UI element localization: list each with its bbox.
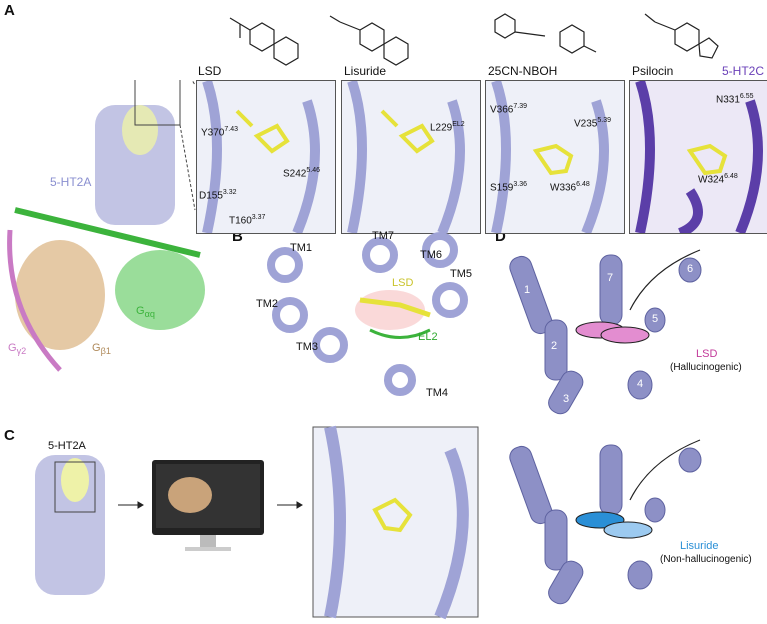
binding-pocket-psilocin: N3316.55 W3246.48 bbox=[629, 80, 767, 234]
receptor-label-5ht2c: 5-HT2C bbox=[722, 64, 765, 78]
residue-number: 7.39 bbox=[513, 103, 527, 110]
lisuride-structure bbox=[329, 15, 409, 66]
g-gamma-text: G bbox=[8, 342, 17, 354]
g-beta-sub: β1 bbox=[100, 346, 111, 357]
helix-label-tm7: TM7 bbox=[372, 230, 394, 242]
residue-number: 3.37 bbox=[251, 214, 266, 221]
ligand-title-25cn-nboh: 25CN-NBOH bbox=[488, 64, 558, 78]
helix-number-4: 4 bbox=[637, 378, 644, 390]
ligand-title-lisuride: Lisuride bbox=[344, 64, 387, 78]
bottom-schematic bbox=[509, 439, 702, 605]
helix-number-3: 3 bbox=[563, 393, 570, 405]
docking-result-box bbox=[312, 425, 479, 620]
helix-number-2: 2 bbox=[551, 340, 558, 352]
top-schematic bbox=[509, 249, 702, 415]
g-beta-label: Gβ1 bbox=[92, 342, 111, 356]
residue-name: S159 bbox=[490, 182, 514, 194]
residue-number: 5.39 bbox=[597, 117, 611, 124]
residue-label: W3366.48 bbox=[550, 181, 590, 193]
25cn-nboh-structure bbox=[494, 13, 597, 54]
residue-name: N331 bbox=[716, 94, 740, 106]
residue-number: 6.48 bbox=[724, 173, 738, 180]
g-beta-domain bbox=[15, 240, 105, 350]
residue-name: L229 bbox=[430, 122, 453, 134]
lsd-structure bbox=[229, 17, 299, 66]
residue-label: V2355.39 bbox=[574, 117, 611, 129]
binding-pocket-lsd: Y3707.43 D1553.32 T1603.37 S2425.46 bbox=[196, 80, 336, 234]
residue-name: W336 bbox=[550, 182, 577, 194]
residue-label: T1603.37 bbox=[229, 214, 265, 226]
helix-number-6: 6 bbox=[687, 263, 694, 275]
g-alpha-domain bbox=[115, 250, 205, 330]
residue-name: S242 bbox=[283, 168, 307, 180]
5-ht2a-receptor-structure bbox=[95, 80, 181, 225]
helix-number-1: 1 bbox=[524, 284, 531, 296]
residue-label: W3246.48 bbox=[698, 173, 738, 185]
loop-label-el2: EL2 bbox=[418, 331, 438, 343]
binding-pocket-lisuride: L229EL2 bbox=[341, 80, 481, 234]
ligand-type-hallucinogenic: (Hallucinogenic) bbox=[670, 362, 742, 373]
residue-number: 5.46 bbox=[306, 167, 320, 174]
panel-label-b: B bbox=[232, 228, 243, 245]
g-gamma-sub: γ2 bbox=[16, 346, 27, 357]
residue-label: N3316.55 bbox=[716, 93, 754, 105]
helix-number-7: 7 bbox=[607, 272, 614, 284]
ligand-title-psilocin: Psilocin bbox=[632, 64, 674, 78]
helix-label-tm2: TM2 bbox=[256, 298, 278, 310]
g-beta-text: G bbox=[92, 342, 101, 354]
receptor-g-protein-complex bbox=[7, 80, 205, 372]
helix-label-tm4: TM4 bbox=[426, 387, 448, 399]
panel-label-c: C bbox=[4, 427, 15, 444]
residue-label: V3667.39 bbox=[490, 103, 527, 115]
ligand-label-lsd: LSD bbox=[392, 277, 414, 289]
arrow-icon bbox=[118, 501, 144, 509]
g-alpha-sub: αq bbox=[144, 309, 155, 320]
helix-label-tm5: TM5 bbox=[450, 268, 472, 280]
receptor-label-5ht2a-c: 5-HT2A bbox=[48, 440, 86, 452]
residue-name: W324 bbox=[698, 174, 725, 186]
residue-name: D155 bbox=[199, 190, 223, 202]
residue-number: 6.55 bbox=[739, 93, 754, 100]
residue-number: 6.48 bbox=[576, 181, 590, 188]
ligand-label-lsd-d: LSD bbox=[696, 348, 718, 360]
psilocin-structure bbox=[644, 13, 719, 59]
residue-label: S2425.46 bbox=[283, 167, 320, 179]
panel-label-a: A bbox=[4, 2, 15, 19]
residue-label: L229EL2 bbox=[430, 121, 465, 133]
binding-pocket-25cn-nboh: V3667.39 V2355.39 S1593.36 W3366.48 bbox=[485, 80, 625, 234]
residue-label: Y3707.43 bbox=[201, 126, 238, 138]
ligand-title-lsd: LSD bbox=[198, 64, 222, 78]
chemical-structures bbox=[229, 13, 719, 66]
5-ht2a-receptor-small bbox=[35, 455, 105, 595]
panel-label-d: D bbox=[495, 228, 506, 245]
receptor-label-5ht2a: 5-HT2A bbox=[50, 175, 92, 189]
residue-number: 7.43 bbox=[224, 126, 238, 133]
residue-label: D1553.32 bbox=[199, 189, 237, 201]
g-gamma-label: Gγ2 bbox=[8, 342, 26, 356]
residue-label: S1593.36 bbox=[490, 181, 527, 193]
g-alpha-helix bbox=[14, 207, 201, 258]
helix-label-tm6: TM6 bbox=[420, 249, 442, 261]
residue-name: V366 bbox=[490, 104, 514, 116]
residue-number: 3.36 bbox=[513, 181, 527, 188]
ligand-label-lisuride-d: Lisuride bbox=[680, 540, 719, 552]
arrow-icon bbox=[277, 501, 303, 509]
residue-number: 3.32 bbox=[222, 189, 237, 196]
ligand-type-non-hallucinogenic: (Non-hallucinogenic) bbox=[660, 554, 752, 565]
residue-name: T160 bbox=[229, 215, 252, 227]
residue-number: EL2 bbox=[452, 121, 465, 128]
residue-name: V235 bbox=[574, 118, 598, 130]
g-alpha-label: Gαq bbox=[136, 305, 155, 319]
helix-label-tm1: TM1 bbox=[290, 242, 312, 254]
g-gamma-helix bbox=[7, 229, 62, 372]
g-alpha-text: G bbox=[136, 305, 145, 317]
computer-monitor-icon bbox=[152, 460, 264, 551]
helix-number-5: 5 bbox=[652, 313, 659, 325]
residue-name: Y370 bbox=[201, 127, 225, 139]
helix-label-tm3: TM3 bbox=[296, 341, 318, 353]
